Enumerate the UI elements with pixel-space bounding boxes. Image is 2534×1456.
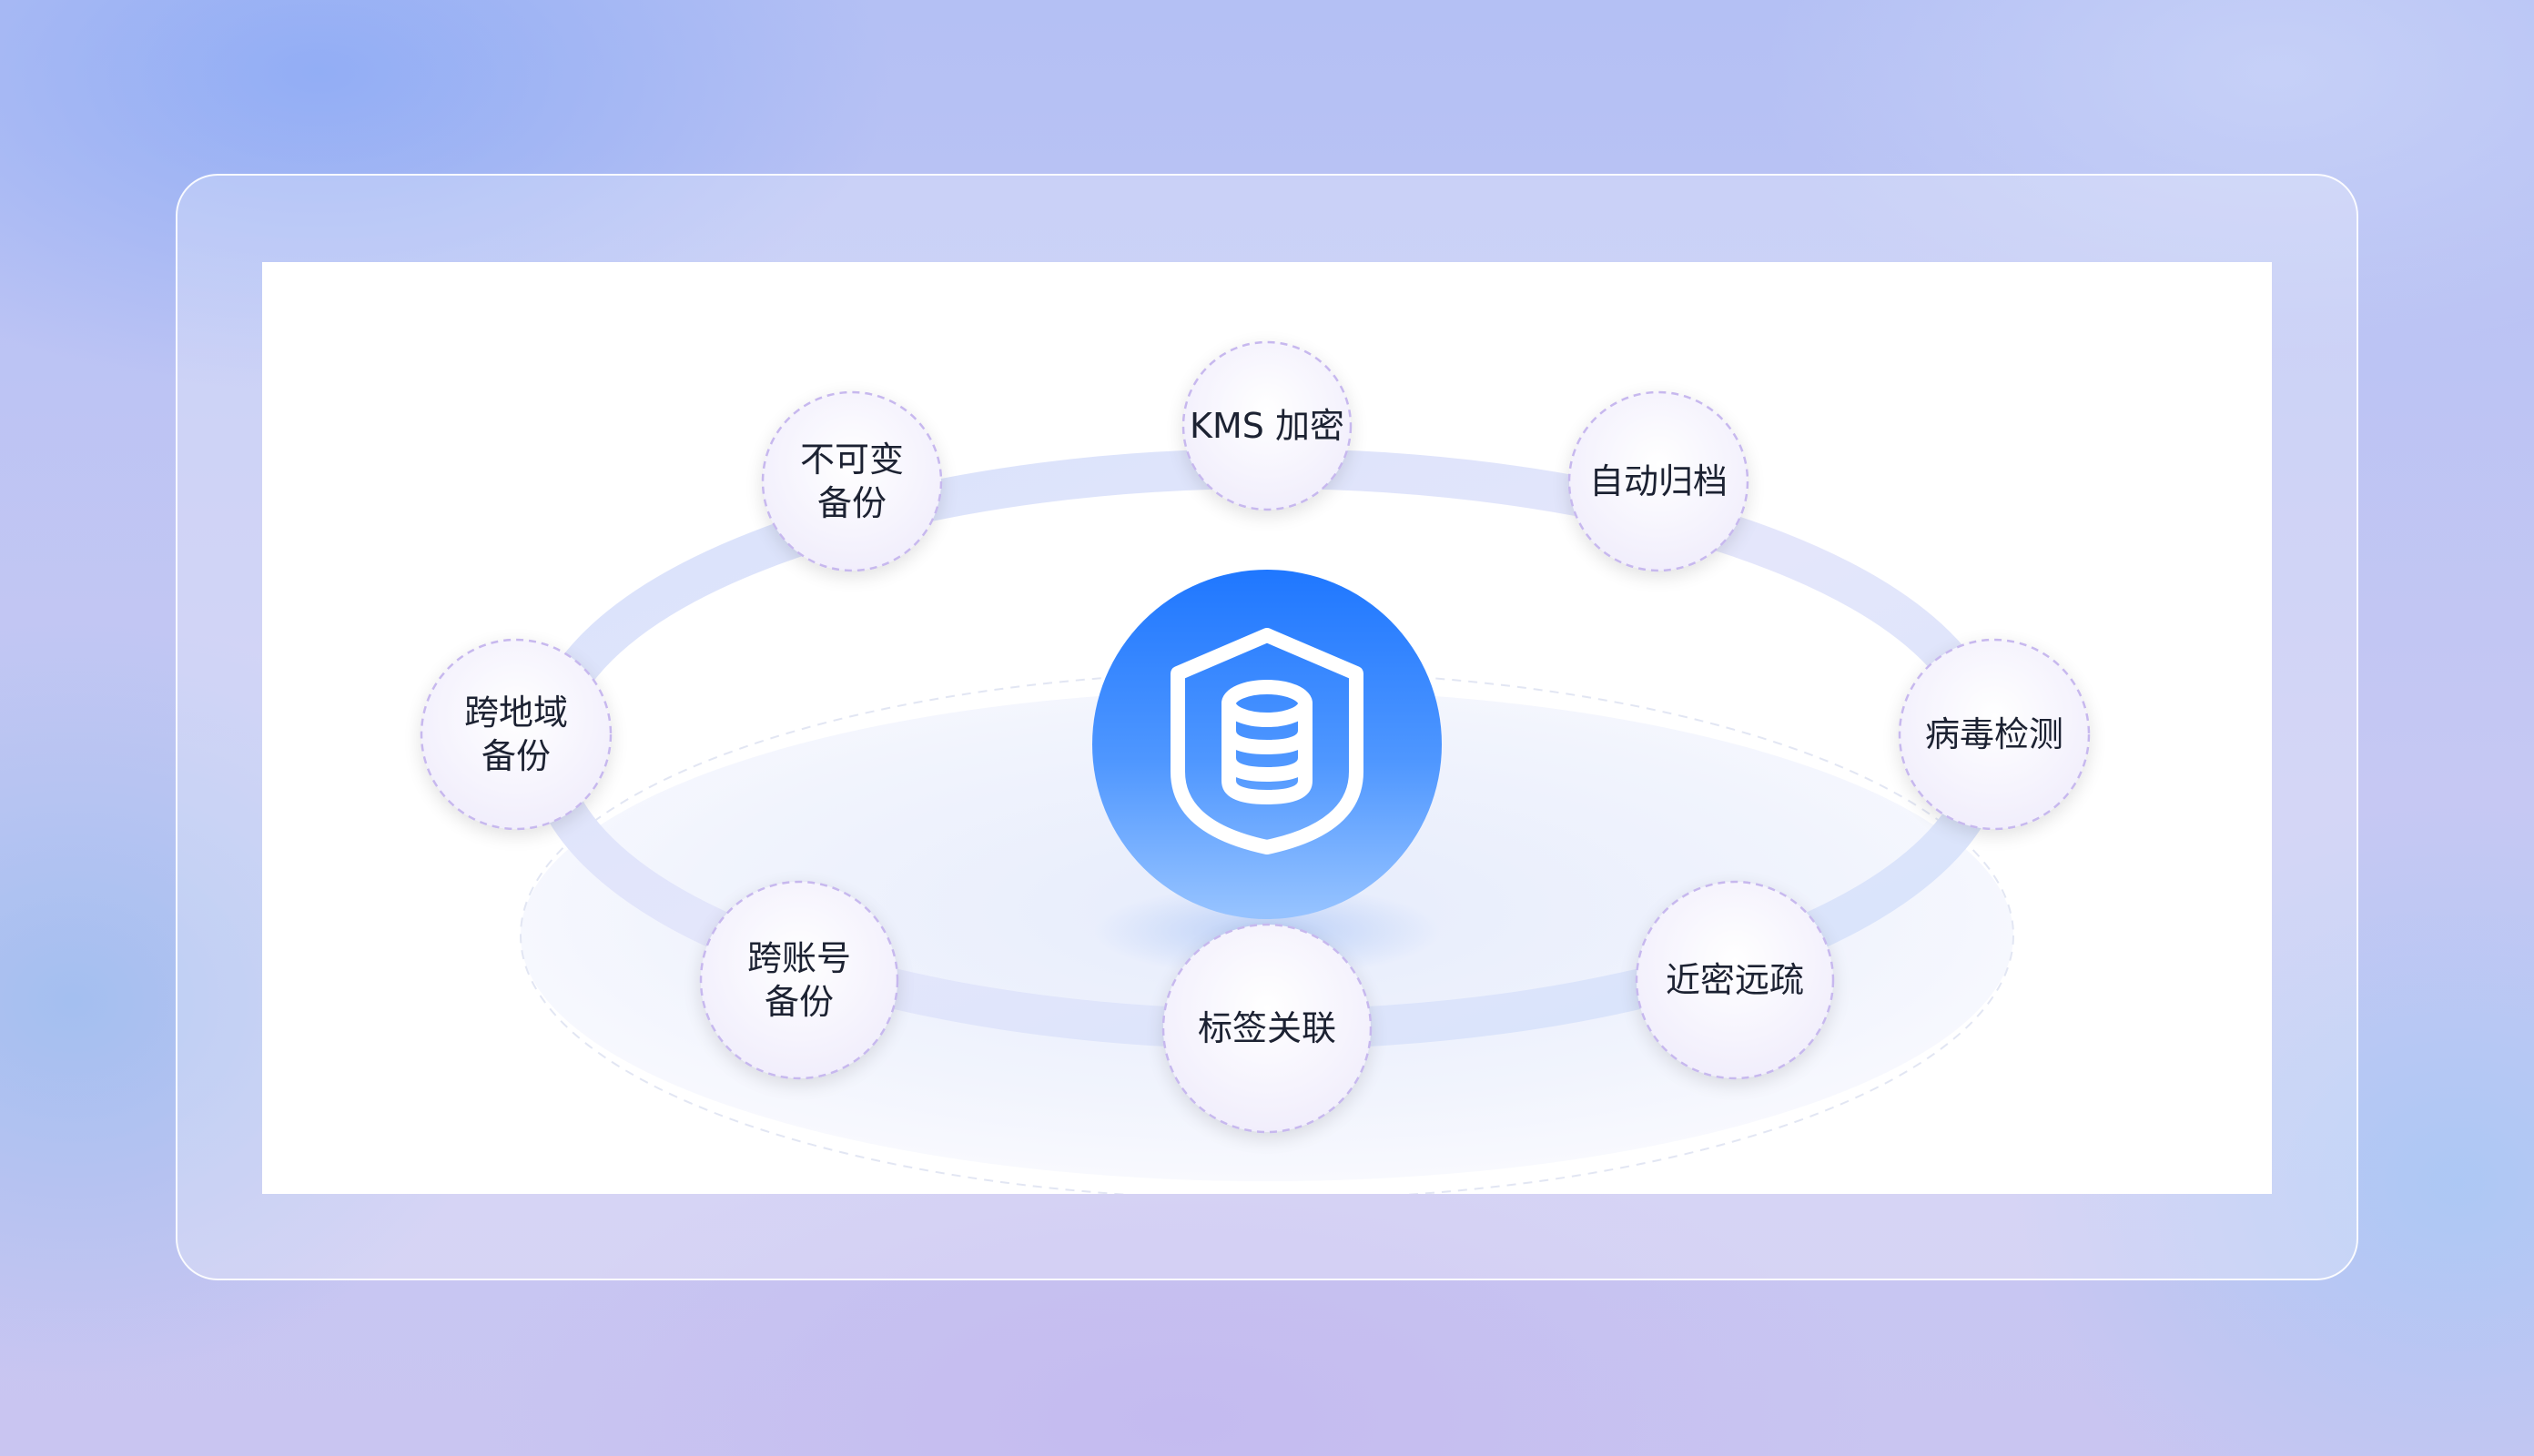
feature-node-label: 备份 <box>817 483 887 523</box>
feature-node-circle <box>761 390 943 572</box>
feature-node-virus-scan: 病毒检测 <box>1898 638 2091 831</box>
feature-node-tag-link: 标签关联 <box>1161 923 1373 1134</box>
feature-node-circle <box>1635 880 1835 1080</box>
diagram-canvas: KMS 加密自动归档病毒检测近密远疏标签关联跨账号备份跨地域备份不可变备份 <box>262 262 2272 1194</box>
feature-node-label: 备份 <box>765 982 834 1022</box>
feature-node-circle <box>1181 340 1353 511</box>
feature-node-label: 病毒检测 <box>1925 714 2063 754</box>
feature-node-circle <box>1161 923 1373 1134</box>
center-emblem <box>1092 570 1442 919</box>
feature-node-label: 标签关联 <box>1198 1008 1336 1048</box>
feature-node-circle <box>420 638 613 831</box>
feature-node-label: 自动归档 <box>1589 461 1728 501</box>
feature-node-label: KMS 加密 <box>1190 406 1344 446</box>
platform-dashed-ring <box>520 671 2014 1194</box>
feature-node-auto-archive: 自动归档 <box>1567 390 1749 572</box>
feature-node-label: 跨地域 <box>464 693 568 733</box>
feature-node-label: 备份 <box>481 736 551 776</box>
feature-node-label: 不可变 <box>800 440 904 480</box>
feature-node-label: 近密远疏 <box>1666 960 1804 1000</box>
feature-node-circle <box>1898 638 2091 831</box>
feature-node-kms: KMS 加密 <box>1181 340 1353 511</box>
feature-node-label: 跨账号 <box>747 938 851 978</box>
shield-database-icon <box>1171 628 1363 854</box>
feature-node-circle <box>1567 390 1749 572</box>
feature-node-circle <box>699 880 899 1080</box>
feature-node-near-far: 近密远疏 <box>1635 880 1835 1080</box>
